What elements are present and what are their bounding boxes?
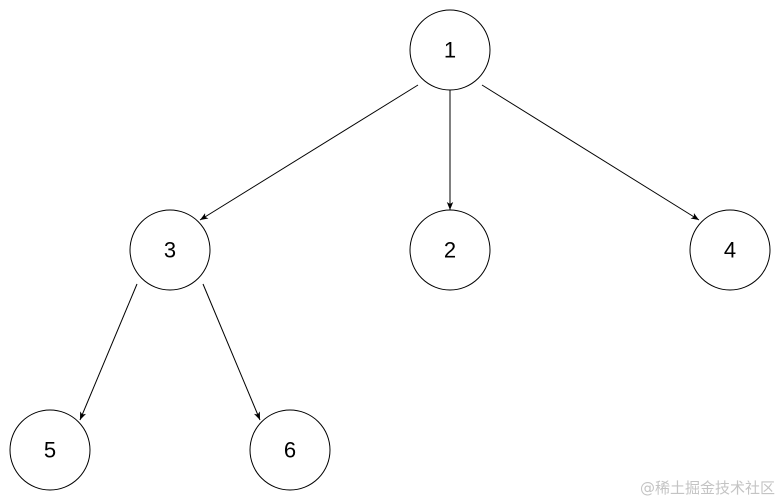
- edge-3-to-6: [202, 283, 261, 421]
- node-4: 4: [689, 209, 771, 291]
- node-circle-6: [249, 409, 331, 491]
- node-label-1: 1: [444, 38, 456, 63]
- node-6: 6: [249, 409, 331, 491]
- node-5: 5: [9, 409, 91, 491]
- node-circle-4: [689, 209, 771, 291]
- node-circle-5: [9, 409, 91, 491]
- node-label-5: 5: [44, 438, 56, 463]
- edge-1-to-4: [481, 84, 700, 221]
- node-circle-2: [409, 209, 491, 291]
- node-1: 1: [409, 9, 491, 91]
- node-label-4: 4: [724, 238, 736, 263]
- node-label-2: 2: [444, 238, 456, 263]
- edge-1-to-3: [199, 84, 419, 221]
- node-circle-3: [129, 209, 211, 291]
- edges-group: [79, 84, 700, 421]
- nodes-group: 1 3 2 4 5 6: [9, 9, 771, 491]
- node-label-3: 3: [164, 238, 176, 263]
- node-label-6: 6: [284, 438, 296, 463]
- edge-3-to-5: [79, 283, 138, 421]
- node-circle-1: [409, 9, 491, 91]
- watermark-text: @稀土掘金技术社区: [639, 479, 775, 497]
- node-3: 3: [129, 209, 211, 291]
- node-2: 2: [409, 209, 491, 291]
